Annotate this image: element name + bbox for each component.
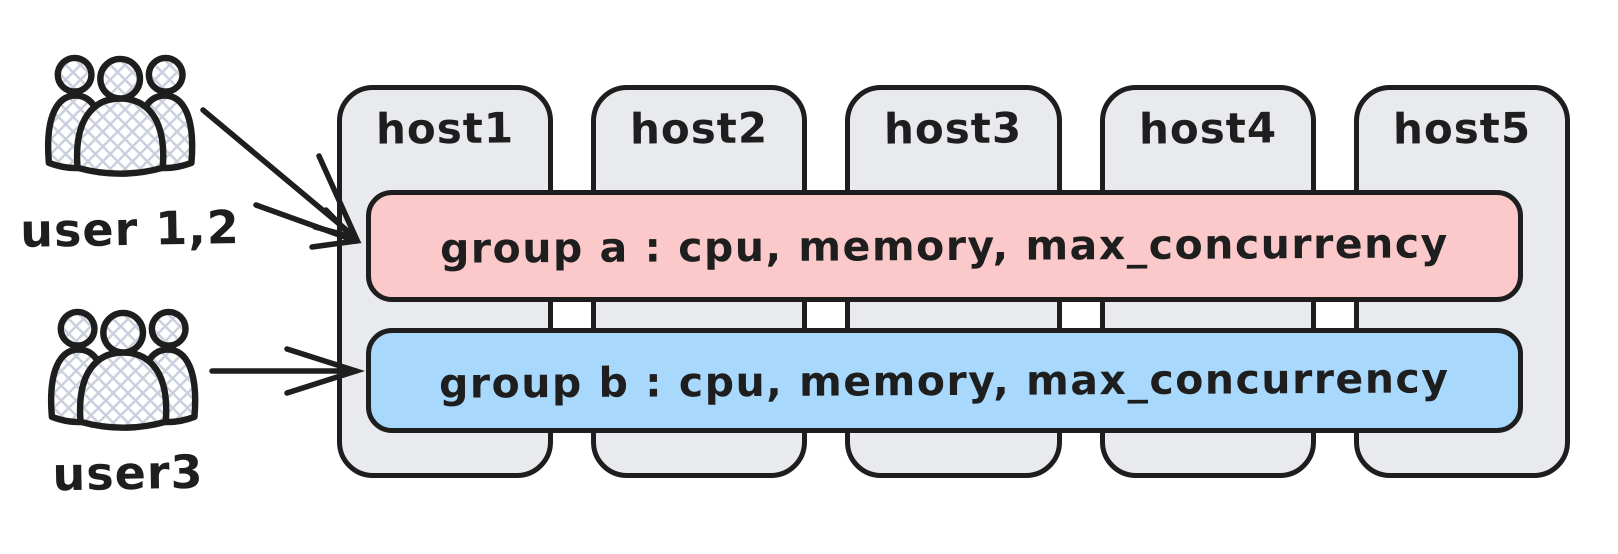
arrow-user3-to-group-b — [209, 346, 366, 396]
group-b-label: group b : cpu, memory, max_concurrency — [439, 353, 1450, 408]
user-3-label: user3 — [52, 444, 204, 502]
group-a-label: group a : cpu, memory, max_concurrency — [439, 219, 1450, 273]
group-b-band: group b : cpu, memory, max_concurrency — [366, 328, 1523, 433]
host-label: host4 — [1138, 103, 1277, 154]
host-label: host1 — [375, 103, 515, 154]
host-label: host5 — [1392, 103, 1532, 154]
group-a-band: group a : cpu, memory, max_concurrency — [366, 190, 1523, 302]
users-group-icon-1 — [48, 58, 192, 174]
host-label: host3 — [884, 103, 1023, 154]
user-1-2-label: user 1,2 — [19, 200, 241, 258]
users-group-icon-2 — [51, 312, 195, 428]
host-label: host2 — [630, 103, 769, 154]
